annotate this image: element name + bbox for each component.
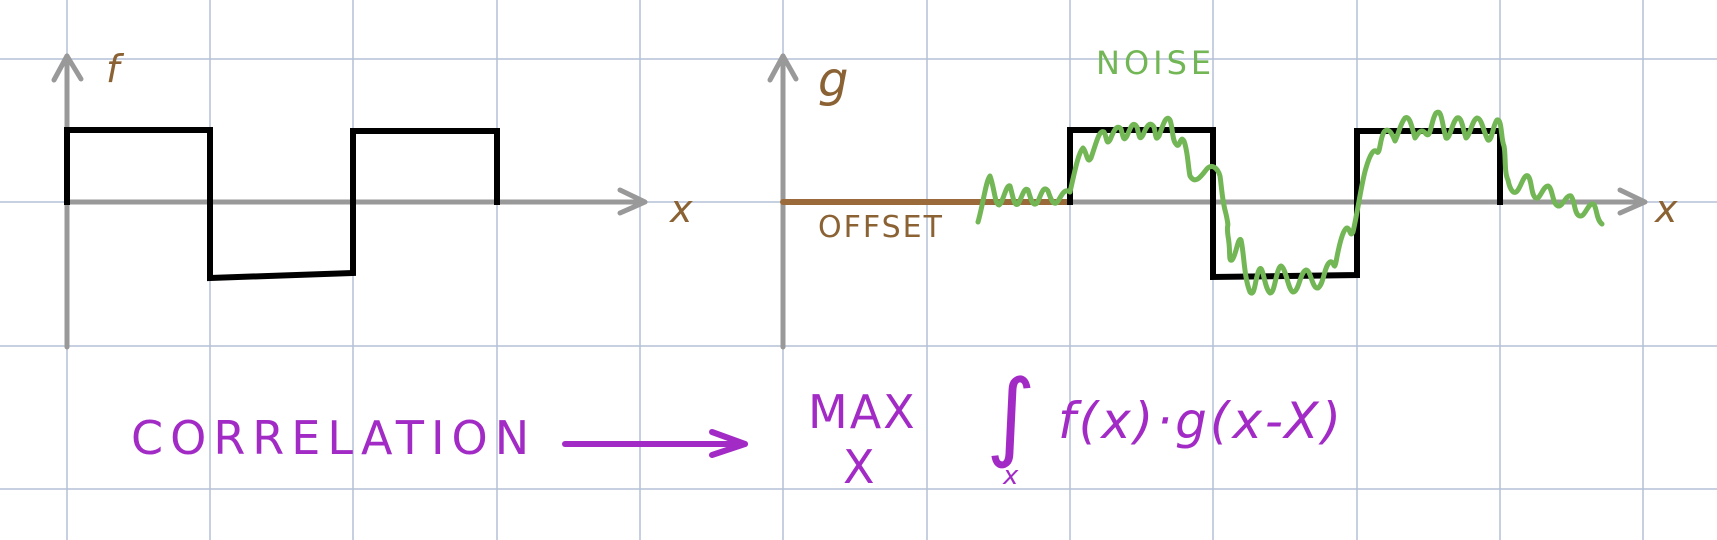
right-x-axis-arrowhead <box>1617 187 1648 216</box>
max-label: MAX <box>808 385 917 439</box>
left-y-axis-label: f <box>106 47 125 91</box>
right-y-axis-label: g <box>818 52 848 108</box>
right-plot: g x OFFSET NOISE <box>767 44 1678 350</box>
offset-label: OFFSET <box>818 210 944 245</box>
noise-label: NOISE <box>1096 44 1215 82</box>
integral-subscript: x <box>1002 461 1019 491</box>
left-plot: f x <box>51 47 693 350</box>
left-x-axis-arrowhead <box>617 187 648 216</box>
right-y-axis-arrowhead <box>767 53 799 83</box>
correlation-label: CORRELATION <box>131 411 536 465</box>
integral-sign: ∫ <box>986 359 1036 471</box>
correlation-formula: CORRELATION MAX X ∫ x f(x)·g(x-X) <box>131 359 1344 494</box>
integrand-expression: f(x)·g(x-X) <box>1058 392 1344 450</box>
max-subscript: X <box>843 440 875 494</box>
right-x-axis-label: x <box>1654 187 1678 231</box>
square-wave-f <box>64 127 500 282</box>
left-y-axis-arrowhead <box>51 53 84 83</box>
right-arrow-head <box>709 429 748 458</box>
left-x-axis-label: x <box>669 187 693 231</box>
noise-signal <box>975 109 1605 296</box>
